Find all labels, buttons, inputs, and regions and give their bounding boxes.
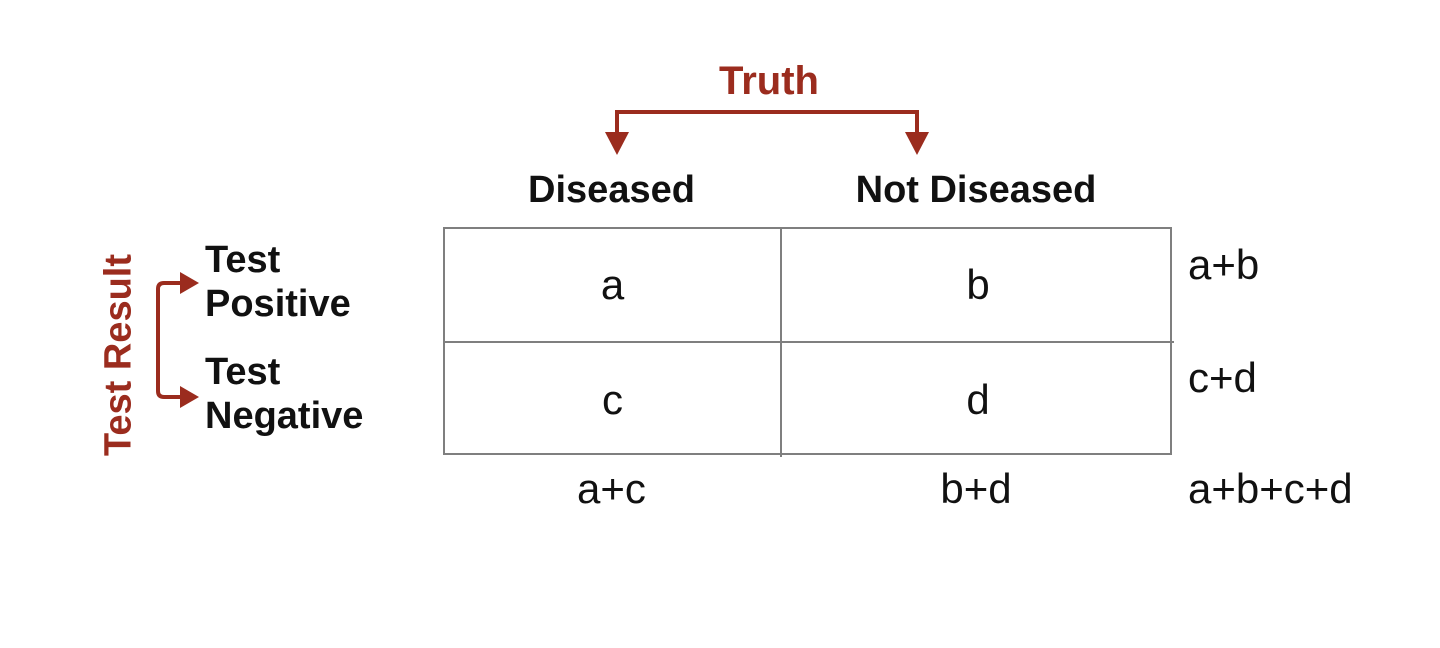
row-total-test-positive: a+b bbox=[1188, 241, 1260, 288]
row-header-line: Positive bbox=[205, 283, 351, 325]
row-header-test-positive: Test Positive bbox=[205, 238, 435, 326]
row-header-line: Negative bbox=[205, 395, 364, 437]
cell-true-negative: d bbox=[966, 376, 990, 423]
row-header-line: Test bbox=[205, 351, 281, 393]
test-result-bracket-right-arrows-icon bbox=[156, 272, 199, 408]
column-total-diseased: a+c bbox=[577, 465, 646, 512]
grand-total: a+b+c+d bbox=[1188, 465, 1353, 512]
truth-axis-label: Truth bbox=[719, 59, 819, 103]
truth-bracket-down-arrows-icon bbox=[605, 110, 929, 155]
contingency-table: a b c d bbox=[443, 227, 1174, 457]
cell-false-negative: c bbox=[445, 343, 782, 457]
column-total-not-diseased: b+d bbox=[940, 465, 1012, 512]
cell-true-positive: a bbox=[445, 229, 782, 343]
cell-false-positive: b bbox=[782, 229, 1174, 343]
row-header-test-negative: Test Negative bbox=[205, 350, 435, 438]
test-result-axis-label: Test Result bbox=[97, 253, 140, 457]
column-header-diseased: Diseased bbox=[528, 169, 695, 211]
row-header-line: Test bbox=[205, 239, 281, 281]
row-total-test-negative: c+d bbox=[1188, 354, 1257, 401]
column-header-not-diseased: Not Diseased bbox=[855, 169, 1097, 211]
